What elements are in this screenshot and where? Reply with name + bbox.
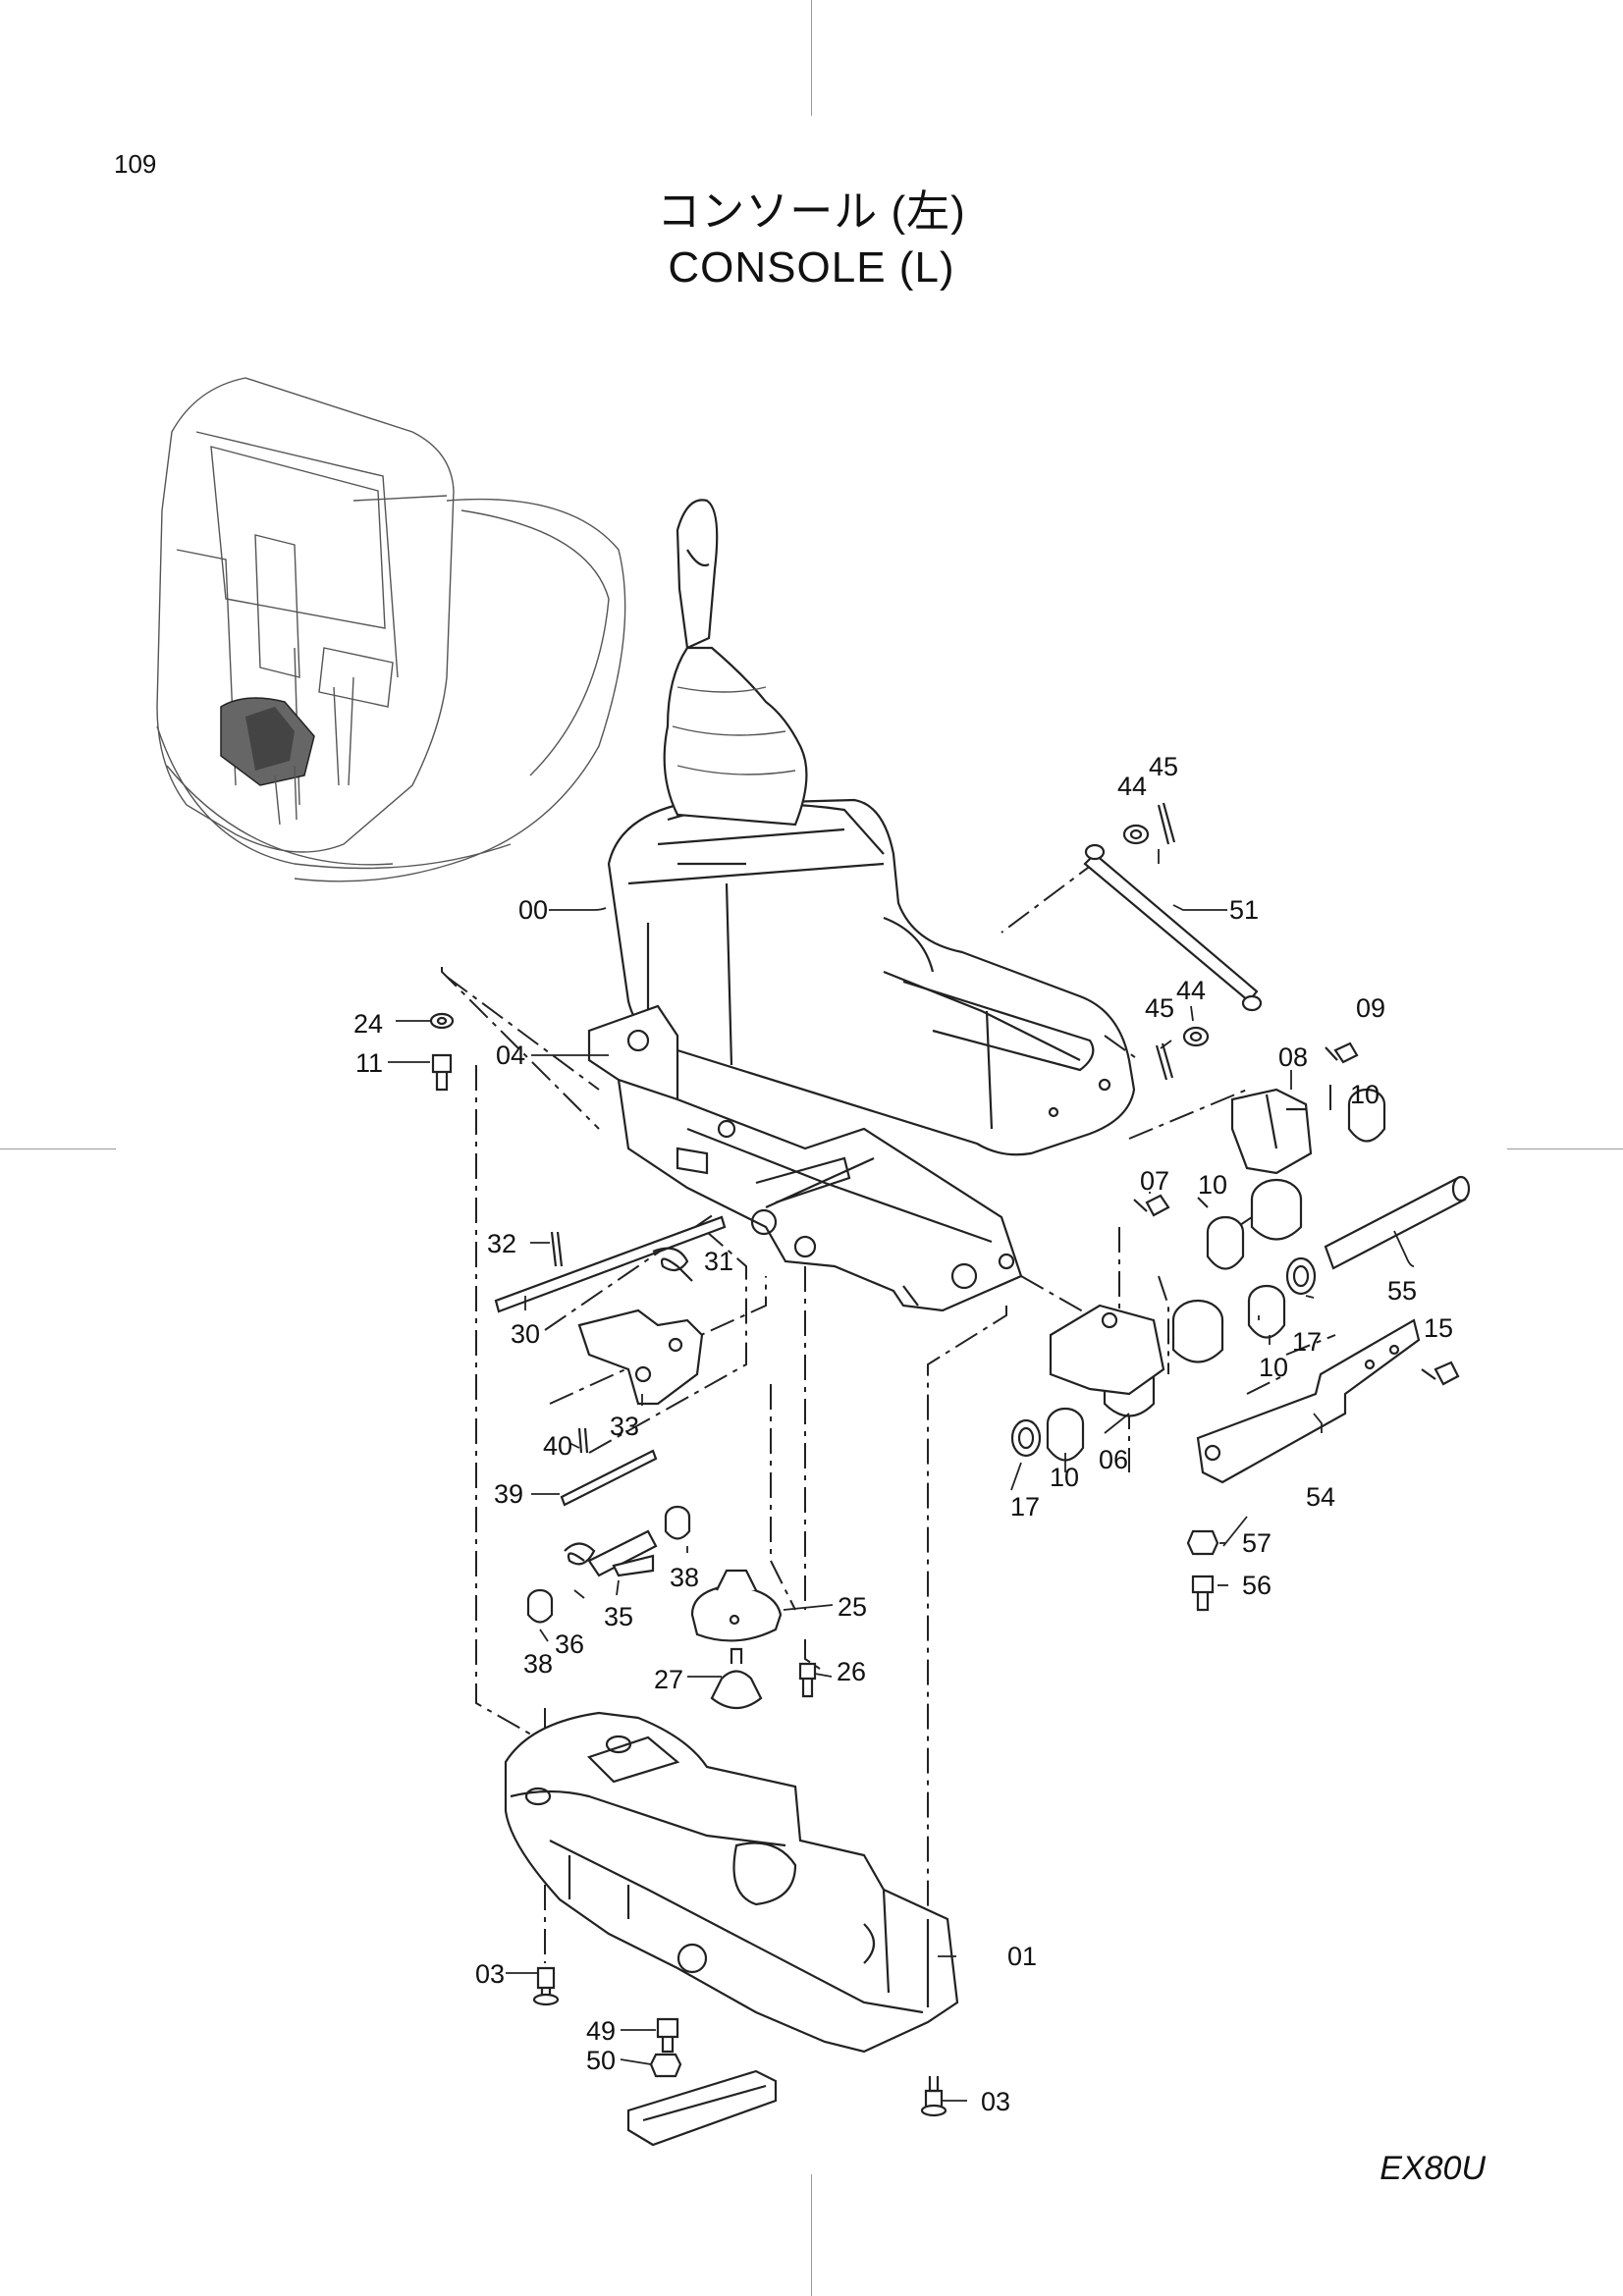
part-label-11: 11 xyxy=(355,1048,384,1078)
part-label-32: 32 xyxy=(487,1229,517,1258)
part-label-06: 06 xyxy=(1099,1445,1129,1474)
part-label-49: 49 xyxy=(586,2016,617,2046)
console-housing xyxy=(607,499,1136,1156)
part-label-10-lower: 10 xyxy=(1050,1463,1080,1492)
support-frame xyxy=(587,1004,1023,1312)
part-label-45-lower: 45 xyxy=(1145,993,1175,1023)
part-label-54: 54 xyxy=(1306,1482,1336,1512)
page-title-japanese: コンソール (左) xyxy=(657,187,966,236)
part-label-40: 40 xyxy=(543,1431,573,1461)
page-number: 109 xyxy=(114,149,157,179)
part-label-10-middle: 10 xyxy=(1198,1170,1228,1200)
part-label-27: 27 xyxy=(654,1665,684,1694)
part-label-50: 50 xyxy=(586,2046,617,2075)
part-label-55: 55 xyxy=(1387,1276,1418,1306)
part-label-26: 26 xyxy=(837,1657,867,1686)
part-label-45-upper: 45 xyxy=(1149,752,1179,781)
page-title-english: CONSOLE (L) xyxy=(668,243,955,292)
part-label-38-lower: 38 xyxy=(523,1649,554,1679)
crop-mark-top xyxy=(811,0,812,116)
part-label-07: 07 xyxy=(1140,1166,1170,1196)
part-label-10-upper-right: 10 xyxy=(1350,1080,1380,1109)
model-code: EX80U xyxy=(1380,2150,1486,2187)
part-label-10-right: 10 xyxy=(1259,1353,1289,1382)
part-label-03-right: 03 xyxy=(981,2087,1011,2116)
part-label-03-left: 03 xyxy=(475,1959,506,1989)
part-label-24: 24 xyxy=(353,1009,384,1039)
part-label-56: 56 xyxy=(1242,1571,1272,1600)
part-label-38-upper: 38 xyxy=(670,1563,700,1592)
part-label-31: 31 xyxy=(704,1247,734,1276)
part-label-09: 09 xyxy=(1356,993,1386,1023)
cab-locator-illustration xyxy=(156,377,626,882)
crop-mark-left xyxy=(0,1148,116,1149)
part-label-44-upper: 44 xyxy=(1117,772,1148,801)
part-label-15: 15 xyxy=(1424,1313,1454,1343)
part-label-08: 08 xyxy=(1278,1042,1309,1072)
part-label-04: 04 xyxy=(496,1041,526,1070)
part-label-30: 30 xyxy=(511,1319,541,1349)
part-label-00: 00 xyxy=(518,895,549,925)
part-label-44-lower: 44 xyxy=(1176,976,1207,1005)
hardware xyxy=(429,802,1471,2147)
leader-lines xyxy=(388,849,1415,2102)
crop-mark-bottom xyxy=(811,2174,812,2296)
part-label-57: 57 xyxy=(1242,1528,1272,1558)
part-label-33: 33 xyxy=(610,1412,640,1441)
part-label-51: 51 xyxy=(1229,895,1260,925)
lower-cover xyxy=(504,1711,959,2054)
crop-mark-right xyxy=(1507,1148,1623,1149)
part-label-01: 01 xyxy=(1007,1942,1038,1971)
part-label-35: 35 xyxy=(604,1602,634,1631)
part-label-36: 36 xyxy=(555,1629,585,1659)
part-label-25: 25 xyxy=(838,1592,868,1622)
part-label-39: 39 xyxy=(494,1479,524,1509)
part-label-17-right: 17 xyxy=(1292,1327,1323,1357)
part-label-17-left: 17 xyxy=(1010,1492,1041,1522)
